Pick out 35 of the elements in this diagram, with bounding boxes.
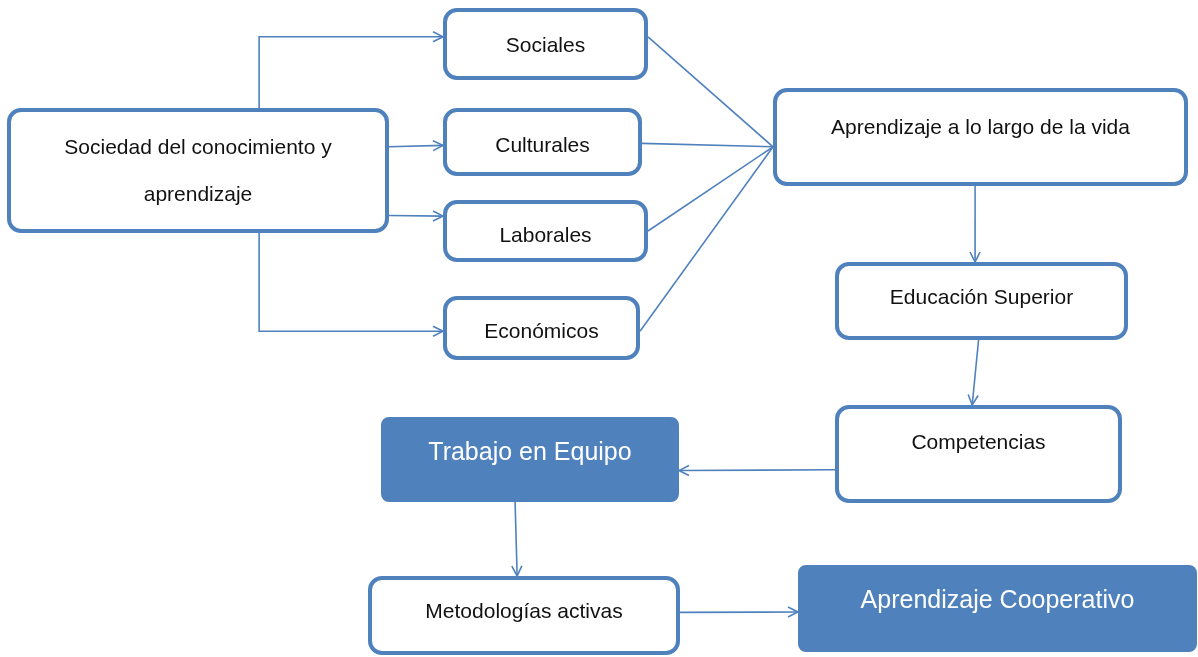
node-text: Aprendizaje Cooperativo <box>860 587 1135 612</box>
arrow <box>969 185 981 263</box>
highlight-box <box>381 417 679 502</box>
connector-line <box>647 146 774 232</box>
arrow <box>679 606 799 618</box>
node-text: Educación Superior <box>889 286 1074 307</box>
process-box <box>7 108 389 233</box>
connector-line <box>641 142 774 148</box>
process-box <box>773 88 1188 186</box>
process-box <box>443 8 648 80</box>
process-box <box>835 262 1128 340</box>
node-text: Laborales <box>499 224 592 245</box>
process-box <box>443 296 640 360</box>
node-text: Económicos <box>484 320 599 341</box>
node-text: Metodologías activas <box>425 600 623 621</box>
arrow <box>258 31 444 109</box>
arrow <box>388 139 444 152</box>
process-box <box>368 576 680 655</box>
process-box <box>443 200 648 262</box>
node-text: Sociales <box>505 34 586 55</box>
node-text: Aprendizaje a lo largo de la vida <box>831 116 1130 137</box>
arrow <box>388 210 444 222</box>
arrow <box>967 339 980 406</box>
process-box <box>835 405 1122 503</box>
node-text: Sociedad del conocimiento y aprendizaje <box>63 134 333 207</box>
arrow <box>511 501 523 577</box>
arrow <box>258 232 444 337</box>
arrow <box>678 464 836 477</box>
process-box <box>443 108 642 176</box>
node-text: Trabajo en Equipo <box>428 439 632 464</box>
connector-line <box>647 36 774 148</box>
node-text: Competencias <box>911 431 1046 452</box>
node-text: Culturales <box>495 134 590 155</box>
connector-line <box>639 146 774 332</box>
highlight-box <box>798 565 1197 652</box>
